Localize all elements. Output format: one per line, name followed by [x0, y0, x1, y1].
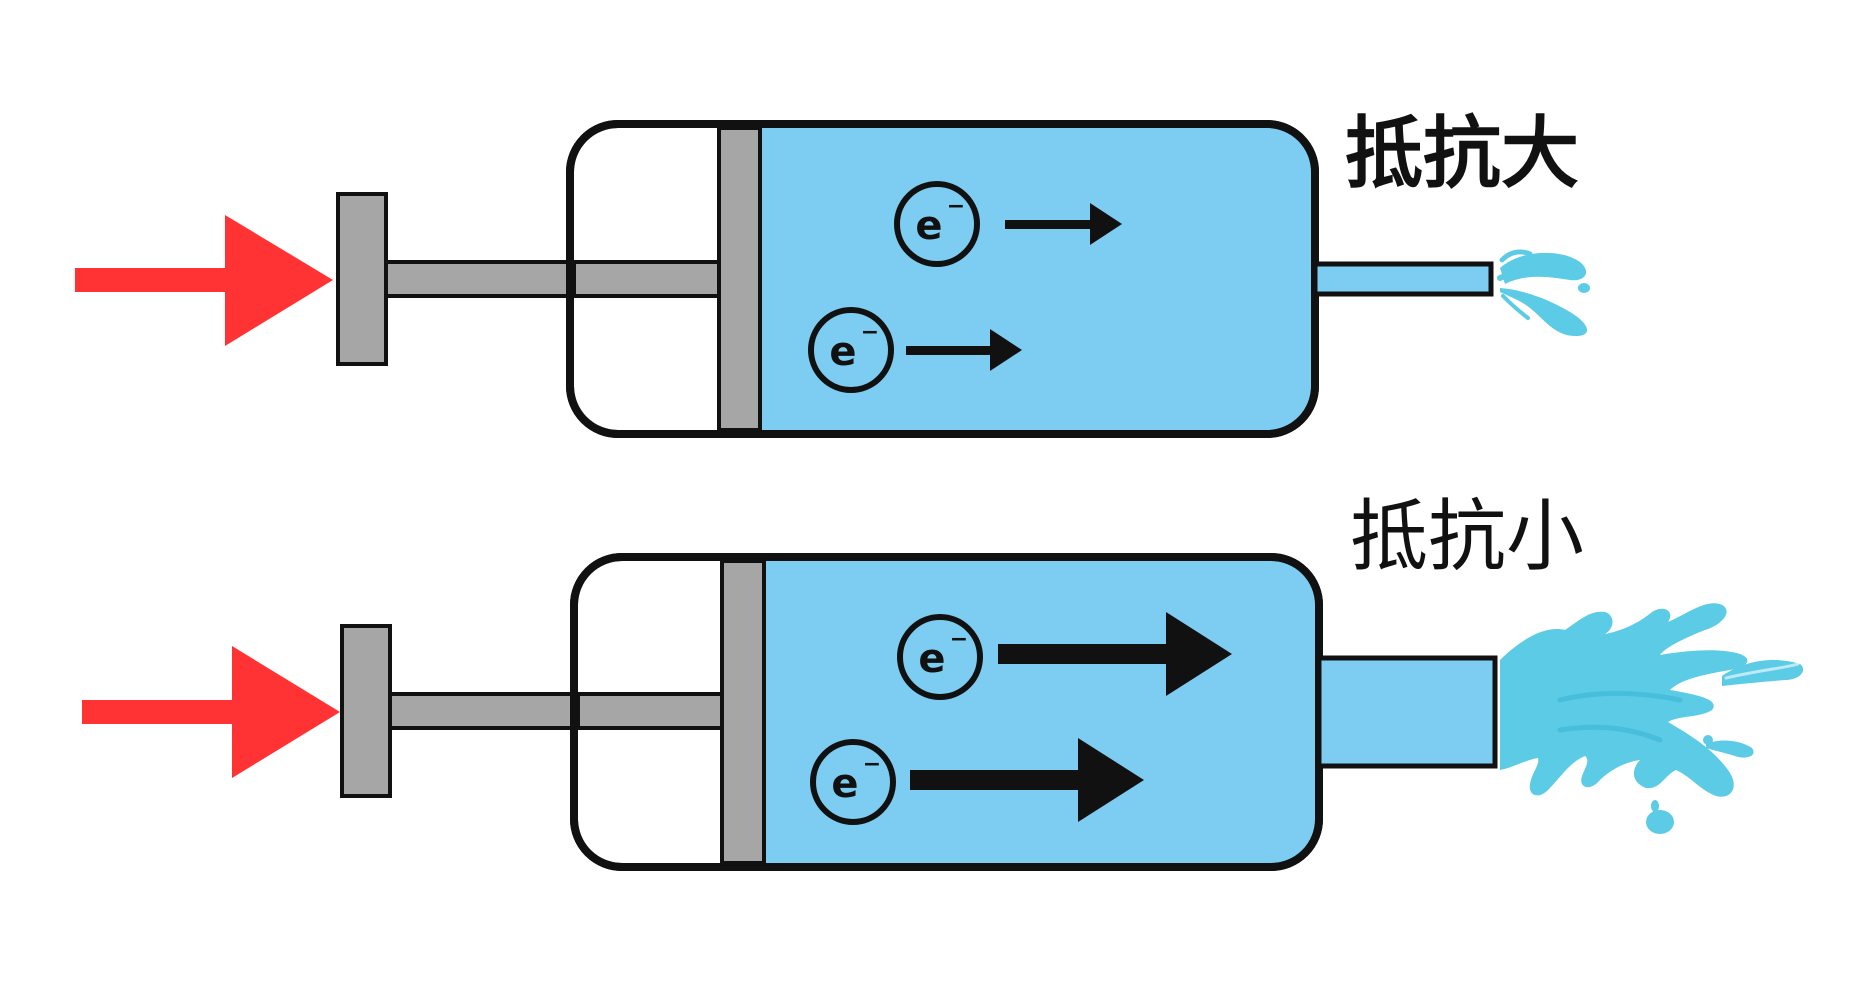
resistance-label-low: 抵抗小 — [1350, 492, 1584, 582]
electron-group-top: e − e − — [808, 181, 1122, 393]
flow-arrow-large-icon — [998, 612, 1232, 696]
electron-icon: e − — [894, 181, 980, 267]
syringe-high-resistance: e − e − 抵抗大 — [75, 109, 1590, 438]
electron-charge: − — [950, 627, 968, 652]
syringe-barrel — [570, 553, 1323, 871]
flow-arrow-small-icon — [906, 329, 1022, 371]
flow-arrow-large-icon — [910, 738, 1144, 822]
electron-icon: e − — [810, 739, 896, 825]
push-arrow-icon — [75, 215, 333, 346]
electron-symbol: e — [918, 636, 945, 682]
electron-group-bottom: e − e − — [810, 612, 1232, 825]
small-water-splash-icon — [1497, 249, 1590, 337]
syringe-barrel — [566, 120, 1319, 438]
electron-symbol: e — [829, 329, 856, 375]
resistance-label-high: 抵抗大 — [1345, 109, 1579, 199]
large-water-splash-icon — [1500, 603, 1804, 834]
narrow-nozzle — [1312, 261, 1494, 297]
water-fill — [760, 128, 1311, 430]
flow-arrow-small-icon — [1005, 203, 1122, 245]
electron-symbol: e — [831, 761, 858, 807]
electron-charge: − — [863, 752, 881, 777]
wide-nozzle — [1316, 655, 1498, 769]
electron-charge: − — [861, 320, 879, 345]
electron-icon: e − — [897, 614, 983, 700]
syringe-low-resistance: e − e − 抵抗小 — [82, 492, 1804, 871]
electron-charge: − — [947, 194, 965, 219]
push-arrow-icon — [82, 646, 340, 778]
electron-symbol: e — [915, 203, 942, 249]
electron-icon: e − — [808, 307, 894, 393]
